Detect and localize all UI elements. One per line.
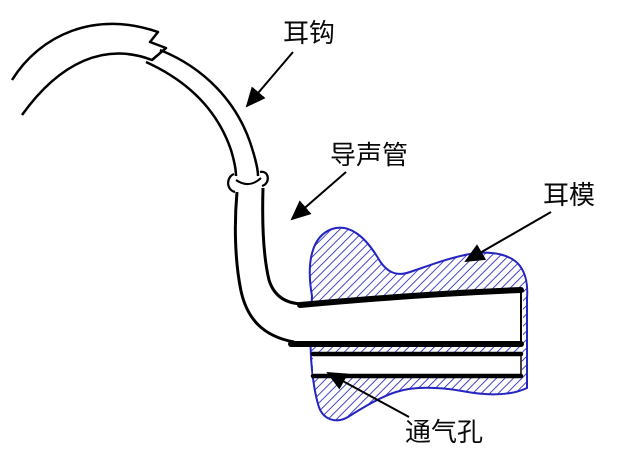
sound-tube-right-wall: [261, 187, 305, 306]
sound-tube-left-wall: [233, 191, 295, 344]
ear-hook-arrow: [245, 51, 294, 108]
ear-hook-label: 耳钩: [283, 18, 335, 48]
ear-mold-label: 耳模: [543, 180, 595, 210]
sound-bore-top-line: [297, 287, 524, 308]
tube-connector-left-flange: [227, 172, 236, 194]
ear-hook-tube-outer: [159, 48, 260, 177]
hearing-aid-body: [10, 22, 168, 116]
vent-hole-label: 通气孔: [405, 417, 483, 447]
tube-connector-right-flange: [259, 170, 269, 188]
ear-mold-arrow: [464, 211, 552, 262]
tube-connector-ridge: [235, 177, 262, 185]
vent-hole-arrow: [326, 372, 410, 418]
sound-tube-label: 导声管: [330, 140, 408, 170]
sound-tube-arrow: [290, 171, 347, 221]
sound-bore-interior: [235, 188, 523, 344]
vent-interior: [313, 353, 522, 377]
ear-hook-tube-inner: [145, 60, 238, 177]
